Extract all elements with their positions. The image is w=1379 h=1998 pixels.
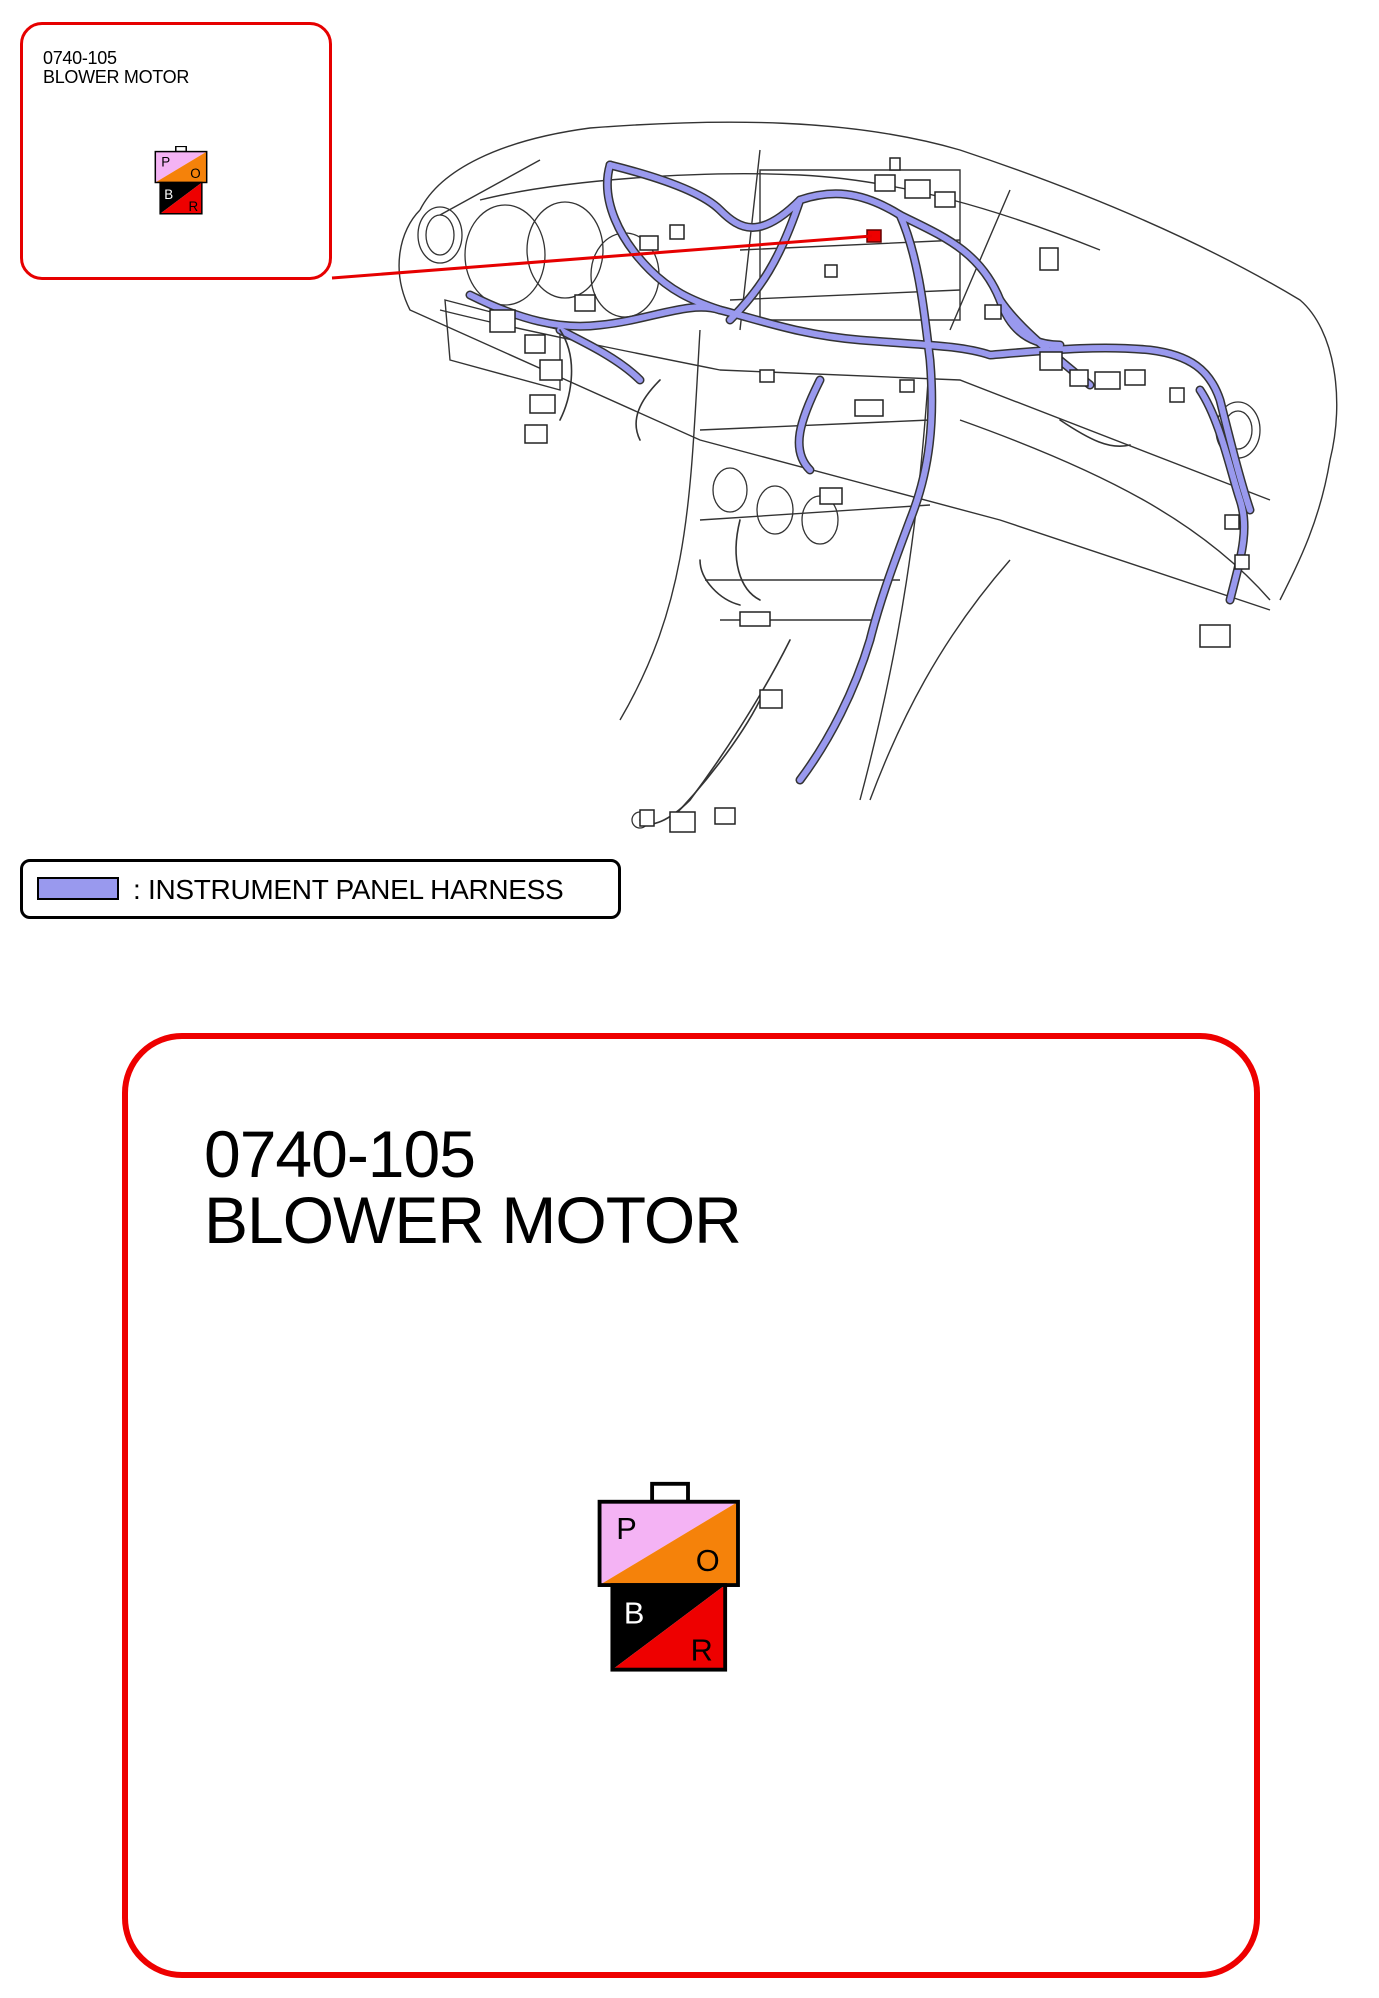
small-connector-face: P O B R [154,146,208,215]
small-pin-label-b: B [164,187,173,202]
small-pin-label-p: P [161,154,170,169]
harness-legend: : INSTRUMENT PANEL HARNESS [20,859,621,919]
large-pin-label-b: B [624,1596,645,1631]
large-pin-label-r: R [691,1633,713,1668]
small-pin-label-r: R [188,199,198,214]
small-callout-name: BLOWER MOTOR [43,67,190,87]
harness-connectors [489,157,1250,833]
small-pin-b [160,182,202,214]
large-pin-b [612,1585,726,1670]
legend-harness-swatch [37,877,119,900]
dashboard-outline [398,121,1338,801]
small-pin-label-o: O [190,166,200,181]
callout-leader-line [331,234,873,280]
large-connector-face: P O B R [597,1481,740,1672]
small-pin-p [155,151,207,183]
large-pin-r [612,1585,726,1670]
large-callout-name: BLOWER MOTOR [204,1183,742,1257]
small-connector-callout: 0740-105 BLOWER MOTOR P O B R [20,22,332,280]
large-pin-label-o: O [696,1543,720,1578]
legend-harness-label: : INSTRUMENT PANEL HARNESS [133,874,564,905]
large-connector-callout: 0740-105 BLOWER MOTOR P O B R [122,1033,1260,1978]
small-callout-code: 0740-105 [43,48,117,68]
instrument-panel-harness [465,160,1255,825]
large-pin-label-p: P [616,1511,637,1546]
large-callout-code: 0740-105 [204,1117,476,1191]
